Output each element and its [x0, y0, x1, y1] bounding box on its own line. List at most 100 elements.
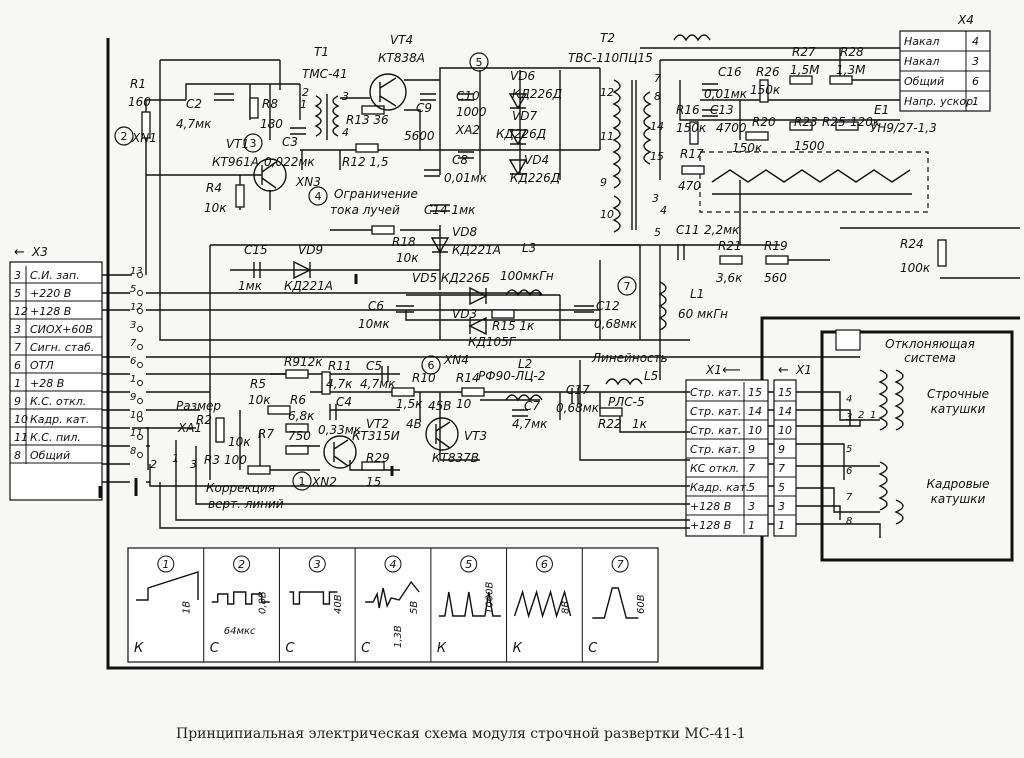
x3-row-num: 10 [14, 413, 28, 426]
x4-row-num: 1 [972, 95, 979, 108]
c4-val: 0,33мк [318, 423, 362, 437]
t2-pin: 14 [650, 120, 664, 133]
vertical-coils-label-1: Кадровые [926, 477, 989, 491]
waveform-panel-frame [127, 547, 659, 663]
l5-type: РЛС-5 [608, 395, 645, 409]
r24-val: 100к [900, 261, 931, 275]
x3-pin-contact [137, 416, 143, 422]
waveform-id-circle [460, 555, 478, 573]
r11-val: 4,7к [326, 377, 353, 391]
t2-core [631, 80, 637, 230]
x3-row-num: 8 [14, 449, 21, 462]
r21-val: 3,6к [716, 271, 743, 285]
x4-row-num: 3 [972, 55, 979, 68]
r25-ref: R25 [822, 115, 846, 129]
razmer-label: Размер [176, 399, 221, 413]
vt3-ref: VT3 [464, 429, 487, 443]
r14-val: 10 [456, 397, 472, 411]
c17-val: 0,68мк [556, 401, 600, 415]
t1-pin: 4 [342, 126, 349, 139]
x1-row-num: 9 [748, 443, 755, 456]
deflection-title-2: система [904, 351, 956, 365]
r17-ref: R17 [680, 147, 704, 161]
x1-row-label: Стр. кат. [690, 405, 741, 418]
module-frame [106, 38, 1020, 670]
c5-ref: C5 [366, 359, 382, 373]
waveform-trace [438, 591, 501, 617]
t2-pin: 3 [652, 192, 659, 205]
c11-val: 2,2мк [704, 223, 740, 237]
vt4-body [369, 73, 407, 111]
x3-row-num: 7 [14, 341, 21, 354]
x3-pin-contact [137, 272, 143, 278]
test-point-numbers: 1 2 3 4 5 6 7 [121, 56, 631, 488]
x3-pin-contact [137, 308, 143, 314]
waveform-id-circle [384, 555, 402, 573]
r24-ref: R24 [900, 237, 924, 251]
x1-row-label: Стр. кат. [690, 443, 741, 456]
x1-row-num: 7 [748, 462, 755, 475]
x3-row-label: Кадр. кат. [30, 413, 89, 426]
l1-ref: L1 [690, 287, 704, 301]
x1-row-label: КС откл. [690, 462, 739, 475]
r26-ref: R26 [756, 65, 780, 79]
c8-val: 0,01мк [444, 171, 488, 185]
t1-type: ТМС-41 [302, 67, 348, 81]
x4-row-label: Общий [904, 75, 944, 88]
c10-ref: C10 [456, 89, 480, 103]
vd3-ref: VD3 [452, 307, 477, 321]
vd5-label: VD5 КД226Б [412, 271, 490, 285]
transistors [253, 73, 459, 469]
waveform-amplitude: 0,8В [257, 591, 268, 614]
x1-row-num: 10 [748, 424, 762, 437]
waveform-amplitude-2: 1,3В [393, 625, 404, 648]
waveform-id-circle [611, 555, 629, 573]
l3-coil [505, 289, 543, 297]
r20-ref: R20 [752, 115, 776, 129]
t2-pin: 8 [654, 90, 661, 103]
waveform-id-circle [233, 555, 251, 573]
vd8-type: КД221А [452, 243, 501, 257]
x3-row-label: СИОХ+60В [30, 323, 93, 336]
vd9-ref: VD9 [298, 243, 323, 257]
r17-val: 470 [678, 179, 701, 193]
r3-ref: R3 [204, 453, 220, 467]
x1-row-num: 15 [748, 386, 762, 399]
coil-pin-number: 1 [870, 410, 876, 421]
vd4-ref: VD4 [524, 153, 549, 167]
waveform-panel: 1К1В2С0,8В64мкс3С40В4С5В1,3В5К1000В6К8В7… [127, 547, 659, 663]
horizontal-coil [878, 369, 888, 431]
resistors [141, 75, 947, 475]
r27-ref: R27 [792, 45, 816, 59]
t2-pin: 4 [660, 204, 667, 217]
waveform-id-circle [308, 555, 326, 573]
l3-ref: L3 [522, 241, 536, 255]
linearity-label: Линейность [591, 351, 668, 365]
coil-pin-number: 6 [846, 466, 852, 477]
capacitors [214, 83, 718, 420]
x1-arrow: ⟵ [722, 363, 741, 378]
deflection-wiring [796, 391, 881, 538]
l2-coil [505, 394, 543, 402]
r2-val: 10к [228, 435, 251, 449]
l3-val: 100мкГн [500, 269, 554, 283]
e1-type: УН9/27-1,3 [870, 121, 937, 135]
x1-row-label: Стр. кат. [690, 386, 741, 399]
waveform-id: 3 [314, 558, 321, 571]
waveform-point: К [437, 641, 447, 656]
winding-pin-numbers: 12 11 9 10 7 8 14 15 3 4 5 1 2 3 4 2 1 3 [150, 72, 667, 471]
coil-pin-number: 3 [846, 412, 852, 423]
x4-name: X4 [957, 13, 974, 27]
t1-secondary-winding [332, 95, 340, 137]
r7-val: 750 [288, 429, 311, 443]
deflection-system: Отклоняющая система Строчные катушки Кад… [796, 329, 1014, 562]
vd8-ref: VD8 [452, 225, 477, 239]
x1-mate-num: 3 [778, 500, 785, 513]
t2-ref: T2 [600, 31, 615, 45]
vd9-type: КД221А [284, 279, 333, 293]
c2-ref: C2 [186, 97, 202, 111]
r14-ref: R14 [456, 371, 480, 385]
